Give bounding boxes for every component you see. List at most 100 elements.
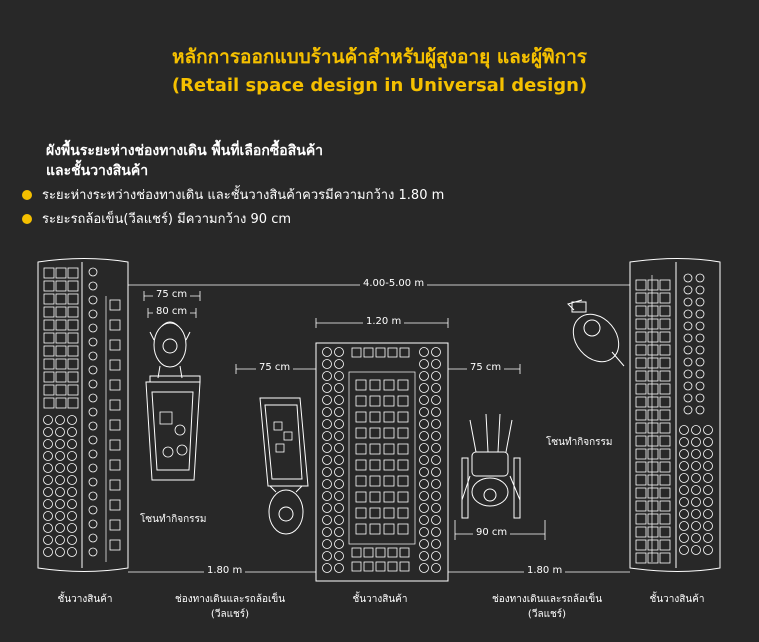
product-round-icon (334, 347, 344, 357)
product-round-icon (695, 297, 705, 307)
product-round-icon (683, 309, 693, 319)
product-round-icon (334, 467, 344, 477)
product-round-icon (88, 351, 98, 361)
product-box-icon (275, 443, 285, 453)
product-round-icon (431, 515, 441, 525)
wheelchair-user-icon (461, 413, 521, 519)
product-box-icon (67, 384, 79, 396)
center-shelf-outline (315, 342, 449, 582)
product-round-icon (88, 267, 98, 277)
product-box-icon (659, 539, 671, 551)
product-round-icon (334, 395, 344, 405)
product-box-icon (55, 306, 67, 318)
product-round-icon (695, 357, 705, 367)
dim-mid-right: 75 cm (467, 362, 505, 373)
product-box-icon (399, 547, 410, 558)
product-round-icon (683, 285, 693, 295)
product-box-icon (363, 347, 374, 358)
product-round-icon (88, 281, 98, 291)
product-round-icon (419, 479, 429, 489)
product-round-icon (88, 421, 98, 431)
product-round-icon (691, 509, 701, 519)
product-box-icon (67, 280, 79, 292)
product-round-icon (334, 503, 344, 513)
product-box-icon (43, 345, 55, 357)
product-box-icon (383, 427, 395, 439)
product-round-icon (322, 515, 332, 525)
product-round-icon (67, 439, 77, 449)
product-box-icon (399, 347, 410, 358)
product-box-icon (647, 422, 659, 434)
product-round-icon (88, 323, 98, 333)
product-round-icon (679, 473, 689, 483)
product-round-icon (679, 437, 689, 447)
zone-activity-right: โซนทำกิจกรรม (546, 437, 613, 448)
product-round-icon (695, 345, 705, 355)
product-round-icon (419, 515, 429, 525)
product-box-icon (355, 427, 367, 439)
product-round-icon (43, 547, 53, 557)
bullet-text: ระยะรถล้อเข็น(วีลแชร์) มีความกว้าง 90 cm (42, 212, 292, 227)
product-round-icon (334, 539, 344, 549)
product-round-icon (419, 491, 429, 501)
product-box-icon (67, 371, 79, 383)
product-round-icon (691, 497, 701, 507)
product-round-icon (322, 455, 332, 465)
product-round-icon (322, 395, 332, 405)
product-round-icon (683, 345, 693, 355)
product-round-icon (431, 347, 441, 357)
product-box-icon (109, 479, 121, 491)
product-box-icon (659, 448, 671, 460)
product-round-icon (683, 369, 693, 379)
product-box-icon (351, 347, 362, 358)
product-box-icon (109, 359, 121, 371)
product-round-icon (703, 449, 713, 459)
product-round-icon (88, 463, 98, 473)
product-round-icon (679, 509, 689, 519)
product-round-icon (67, 463, 77, 473)
product-round-icon (322, 491, 332, 501)
product-round-icon (679, 449, 689, 459)
product-box-icon (55, 293, 67, 305)
product-box-icon (355, 475, 367, 487)
product-box-icon (55, 319, 67, 331)
product-round-icon (43, 415, 53, 425)
middle-display-table (259, 397, 309, 487)
product-box-icon (55, 267, 67, 279)
product-round-icon (334, 527, 344, 537)
product-round-icon (67, 451, 77, 461)
product-box-icon (647, 500, 659, 512)
product-box-icon (43, 280, 55, 292)
product-round-icon (55, 547, 65, 557)
product-round-icon (419, 359, 429, 369)
product-box-icon (659, 500, 671, 512)
product-box-icon (635, 318, 647, 330)
product-round-icon (703, 521, 713, 531)
product-round-icon (431, 431, 441, 441)
subtitle-line2: และชั้นวางสินค้า (46, 163, 149, 179)
product-round-icon (703, 497, 713, 507)
product-box-icon (397, 443, 409, 455)
product-round-icon (322, 479, 332, 489)
product-box-icon (635, 279, 647, 291)
product-round-icon (322, 431, 332, 441)
product-round-icon (703, 533, 713, 543)
product-box-icon (43, 306, 55, 318)
product-round-icon (67, 487, 77, 497)
product-box-icon (397, 379, 409, 391)
product-box-icon (383, 475, 395, 487)
product-round-icon (88, 393, 98, 403)
product-box-icon (383, 491, 395, 503)
product-round-icon (55, 475, 65, 485)
bullet-dot-icon (22, 189, 32, 200)
product-round-icon (419, 503, 429, 513)
product-round-icon (703, 545, 713, 555)
product-box-icon (369, 459, 381, 471)
product-box-icon (369, 507, 381, 519)
product-box-icon (55, 345, 67, 357)
product-round-icon (88, 533, 98, 543)
product-box-icon (383, 459, 395, 471)
product-box-icon (647, 318, 659, 330)
product-round-icon (431, 443, 441, 453)
product-box-icon (355, 395, 367, 407)
